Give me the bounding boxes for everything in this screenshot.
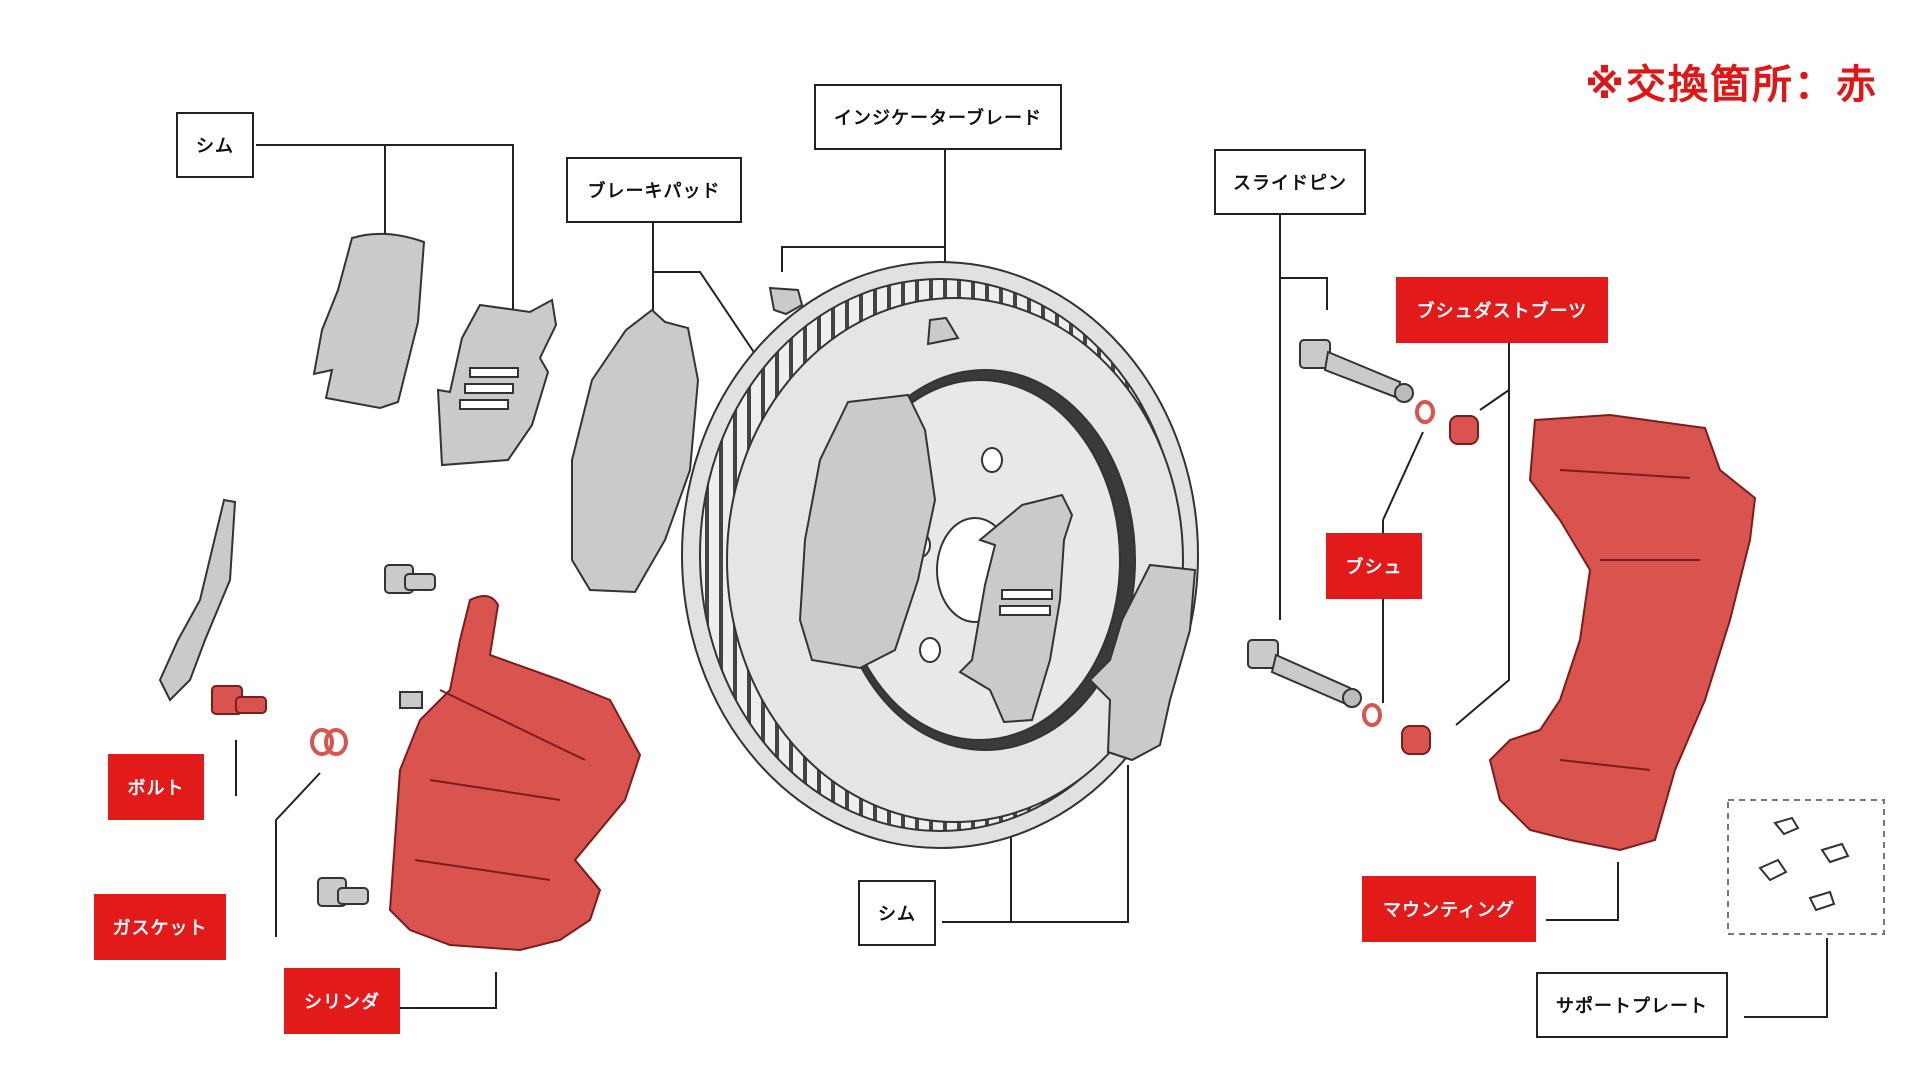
label-shim-bottom: シム xyxy=(858,880,936,946)
brake-pad-left xyxy=(571,308,700,594)
gray-bolt-bottom xyxy=(317,877,369,907)
label-brake-pad: ブレーキパッド xyxy=(566,157,742,223)
label-indicator-blade: インジケーターブレード xyxy=(814,84,1062,150)
red-bolt xyxy=(211,685,267,715)
label-bolt: ボルト xyxy=(108,754,204,820)
slide-pin-lower xyxy=(1247,639,1362,708)
indicator-blade-piece-2 xyxy=(926,316,960,346)
label-bush-dust-boot: ブシュダストブーツ xyxy=(1396,277,1608,343)
mounting-bracket xyxy=(1488,413,1757,852)
label-gasket: ガスケット xyxy=(94,894,226,960)
brake-rotor xyxy=(681,261,1199,849)
bush-upper xyxy=(1415,400,1435,424)
indicator-blade-piece-1 xyxy=(768,286,804,316)
label-slide-pin: スライドピン xyxy=(1214,149,1366,215)
shim-top-left xyxy=(312,232,426,410)
dust-boot-upper xyxy=(1449,415,1479,445)
gray-bolt-top xyxy=(384,564,436,594)
dust-boot-lower xyxy=(1401,725,1431,755)
shim-top-right xyxy=(436,298,558,467)
brake-pad-center xyxy=(798,393,937,670)
label-bush: ブシュ xyxy=(1326,533,1422,599)
shim-bottom-right xyxy=(1088,563,1197,762)
slide-pin-upper xyxy=(1299,339,1414,403)
gray-parts xyxy=(158,232,1414,907)
red-parts xyxy=(211,400,1757,952)
caliper-cylinder xyxy=(388,595,642,952)
label-mounting: マウンティング xyxy=(1362,876,1536,942)
bush-lower xyxy=(1362,703,1382,727)
label-support-plate: サポートプレート xyxy=(1536,972,1728,1038)
label-cylinder: シリンダ xyxy=(284,968,400,1034)
label-shim-top: シム xyxy=(176,112,254,178)
gasket-ring xyxy=(310,728,348,756)
brake-hose xyxy=(158,498,237,702)
support-plate-box xyxy=(1727,799,1885,935)
legend-replacement-note: ※交換箇所：赤 xyxy=(1585,62,1878,108)
